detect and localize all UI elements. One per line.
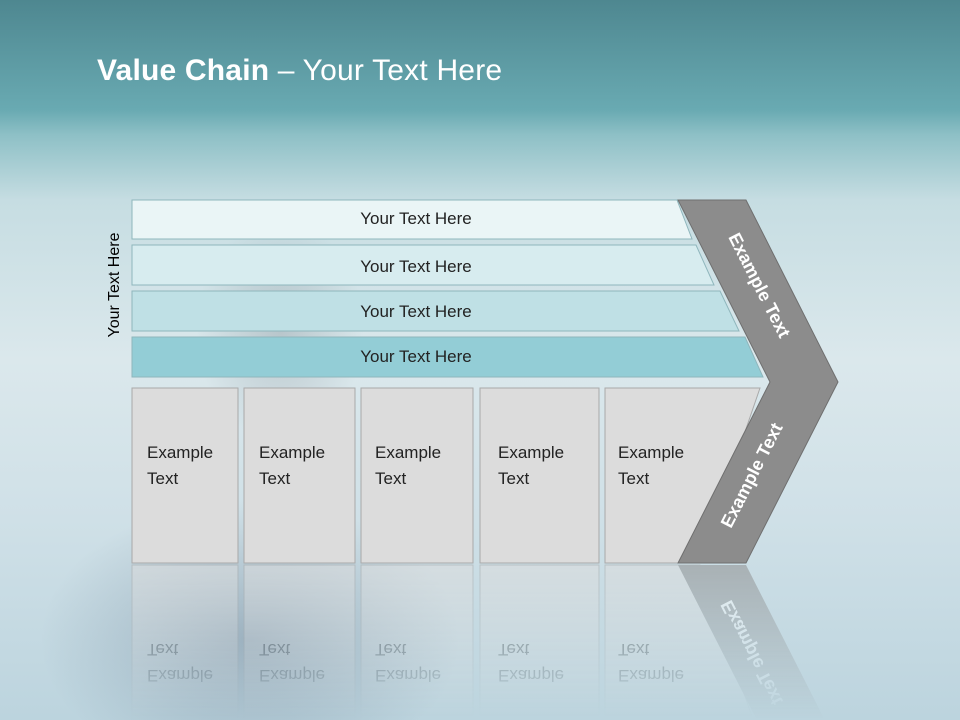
reflection-cell-4-line2: Text [498, 640, 529, 659]
cell-1 [131, 387, 239, 564]
band-3-label: Your Text Here [360, 302, 472, 321]
cell-3-line2: Text [375, 469, 406, 488]
cell-5-line1: Example [618, 443, 684, 462]
cell-4 [479, 387, 600, 564]
chevron-arrow [677, 199, 839, 564]
diagram-reflection: Example Text Example Text Example Text E… [131, 564, 825, 720]
reflection-cell-2-line2: Text [259, 640, 290, 659]
reflection-cell-3-line1: Example [375, 666, 441, 685]
cell-3 [360, 387, 474, 564]
band-1 [131, 199, 693, 240]
cell-5-line2: Text [618, 469, 649, 488]
cell-2-line1: Example [259, 443, 325, 462]
cell-4-line1: Example [498, 443, 564, 462]
band-2 [131, 244, 715, 286]
reflection-cell-5-line1: Example [618, 666, 684, 685]
band-4 [131, 336, 764, 378]
cell-1-line2: Text [147, 469, 178, 488]
cell-2 [243, 387, 356, 564]
page-title: Value Chain – Your Text Here [97, 54, 503, 87]
band-1-label: Your Text Here [360, 209, 472, 228]
cell-2-line2: Text [259, 469, 290, 488]
reflection-cell-5-line2: Text [618, 640, 649, 659]
reflection-cell-3-line2: Text [375, 640, 406, 659]
reflection-cell-1-line2: Text [147, 640, 178, 659]
band-3 [131, 290, 740, 332]
bands-group: Your Text Here Your Text Here Your Text … [131, 199, 764, 378]
cell-1-line1: Example [147, 443, 213, 462]
cells-group: Example Text Example Text Example Text E… [131, 387, 761, 564]
cell-4-line2: Text [498, 469, 529, 488]
band-4-label: Your Text Here [360, 347, 472, 366]
reflection-cell-4-line1: Example [498, 666, 564, 685]
reflection-cell-1-line1: Example [147, 666, 213, 685]
reflection-cell-2-line1: Example [259, 666, 325, 685]
cell-3-line1: Example [375, 443, 441, 462]
band-2-label: Your Text Here [360, 257, 472, 276]
